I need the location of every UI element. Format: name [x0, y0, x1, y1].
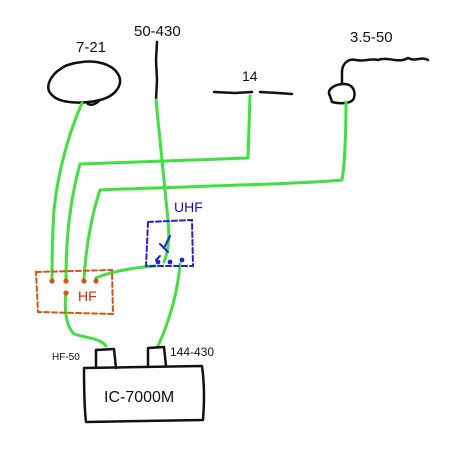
uhf-switch-lever [155, 235, 171, 261]
vertical-antenna: 50-430 [134, 23, 181, 102]
radio-name-label: IC-7000M [104, 389, 174, 406]
radio-body [82, 364, 206, 424]
radio-port-vhf [146, 345, 168, 368]
uhf-switch-label: UHF [174, 199, 203, 215]
uhf-switch: UHF [144, 199, 203, 267]
longwire-antenna-shape [340, 56, 430, 86]
hf-port-dot [81, 278, 87, 284]
uhf-port-dot [167, 259, 173, 265]
wire-dipole-to-hf [64, 94, 252, 280]
vertical-antenna-label: 50-430 [134, 23, 181, 40]
hf-port-dot [49, 278, 55, 284]
hf-port-dot [63, 290, 69, 296]
longwire-antenna: 3.5-50 [327, 29, 430, 105]
dipole-antenna-label: 14 [242, 68, 258, 84]
radio-port-hf-label: HF-50 [52, 352, 80, 363]
coax-wires [50, 94, 348, 348]
wire-hf-to-radio [63, 290, 108, 348]
wire-longwire-to-hf [82, 100, 348, 280]
loop-antenna-shape [47, 60, 122, 107]
loop-antenna-label: 7-21 [76, 39, 106, 56]
antenna-tuner-shape [327, 82, 356, 105]
dipole-antenna: 14 [212, 68, 294, 96]
radio-port-vhf-label: 144-430 [170, 345, 214, 359]
radio-port-hf [94, 347, 118, 370]
wire-hf-to-uhf [94, 264, 157, 280]
vertical-antenna-shape [154, 40, 159, 102]
hf-switch-box [34, 268, 115, 316]
uhf-switch-box [144, 218, 195, 267]
longwire-antenna-label: 3.5-50 [350, 29, 393, 46]
uhf-port-dot [155, 259, 161, 265]
hf-port-dot [63, 278, 69, 284]
uhf-port-dot [179, 257, 185, 263]
wire-uhf-to-radio [156, 262, 182, 348]
wire-loop-to-hf [50, 101, 84, 280]
loop-antenna: 7-21 [47, 39, 122, 107]
dipole-antenna-shape [212, 90, 294, 96]
hf-switch-label: HF [78, 288, 97, 304]
radio: IC-7000M HF-50 144-430 [52, 345, 214, 424]
hf-port-dot [93, 278, 99, 284]
hf-switch: HF [34, 268, 115, 316]
wire-vertical-to-uhf [154, 98, 171, 264]
